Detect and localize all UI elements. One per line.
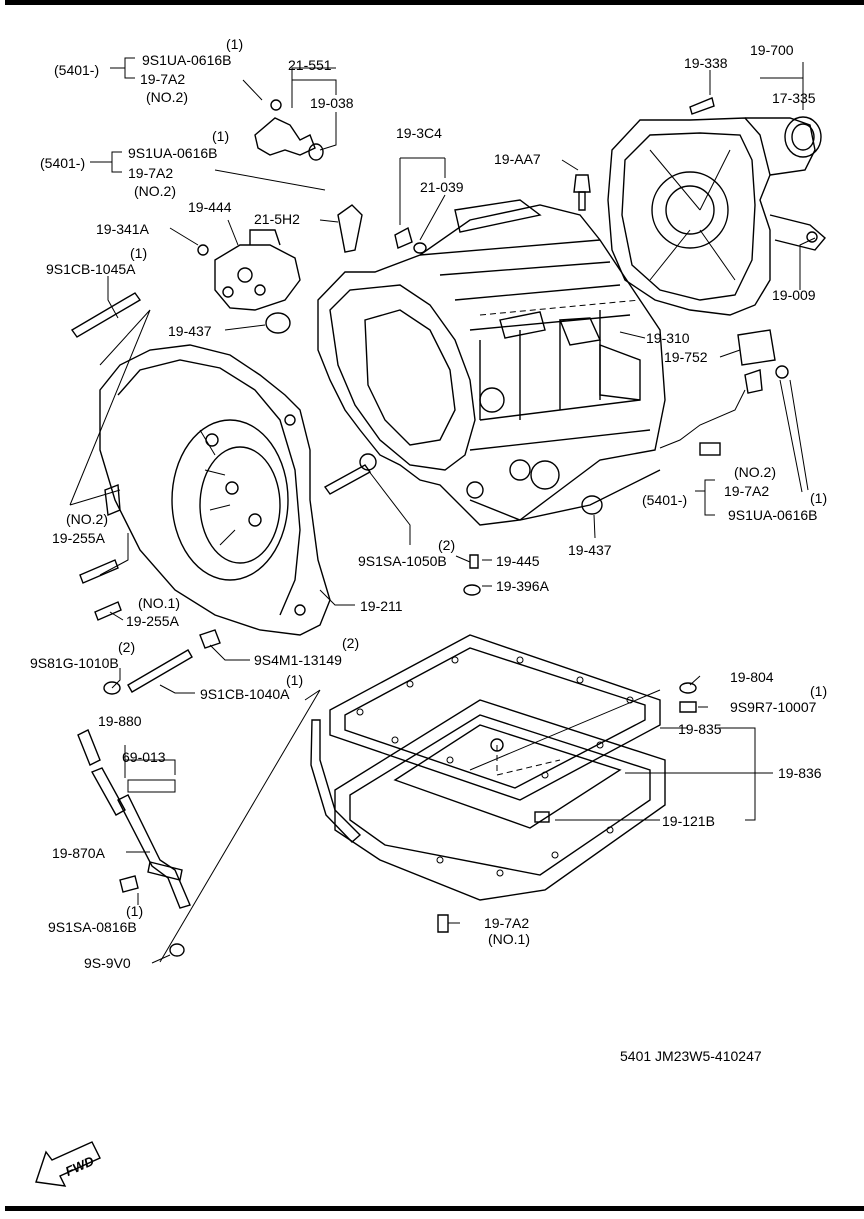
label-9s4m1-qty: (2)	[342, 635, 359, 651]
label-9s1cb-1045a: 9S1CB-1045A	[46, 261, 136, 277]
label-9s1sa-0816b-qty: (1)	[126, 903, 143, 919]
bottom-border	[5, 1206, 864, 1211]
label-5401-b: (5401-)	[40, 155, 85, 171]
label-21-039: 21-039	[420, 179, 464, 195]
label-19-3c4: 19-3C4	[396, 125, 442, 141]
extension-housing-drawing	[607, 116, 826, 316]
label-19-338: 19-338	[684, 55, 728, 71]
label-9s-9v0: 9S-9V0	[84, 955, 131, 971]
top-border	[5, 0, 864, 5]
label-19-804: 19-804	[730, 669, 774, 685]
label-9s1ua-c-qty: (1)	[810, 490, 827, 506]
label-9s81g-qty: (2)	[118, 639, 135, 655]
label-19-7a2-b: 19-7A2	[128, 165, 173, 181]
label-19-445: 19-445	[496, 553, 540, 569]
label-9s1ua-c: 9S1UA-0616B	[728, 507, 818, 523]
label-21-5h2: 21-5H2	[254, 211, 300, 227]
label-no1-a: (NO.1)	[138, 595, 180, 611]
leader-lines	[69, 57, 816, 964]
label-9s1sa-0816b: 9S1SA-0816B	[48, 919, 137, 935]
label-9s1ua-a: 9S1UA-0616B	[142, 52, 232, 68]
label-no2-a: (NO.2)	[146, 89, 188, 105]
label-19-7a2-c: 19-7A2	[724, 483, 769, 499]
label-19-009: 19-009	[772, 287, 816, 303]
label-19-880: 19-880	[98, 713, 142, 729]
label-19-038: 19-038	[310, 95, 354, 111]
label-19-437-a: 19-437	[168, 323, 212, 339]
label-9s9r7: 9S9R7-10007	[730, 699, 817, 715]
label-9s1cb-1045a-qty: (1)	[130, 245, 147, 261]
oil-pan-drawing	[310, 634, 666, 901]
label-19-700: 19-700	[750, 42, 794, 58]
converter-housing-drawing	[99, 344, 331, 636]
label-5401-a: (5401-)	[54, 62, 99, 78]
label-69-013: 69-013	[122, 749, 166, 765]
label-19-836: 19-836	[778, 765, 822, 781]
label-9s1ua-a-qty: (1)	[226, 36, 243, 52]
label-19-341a: 19-341A	[96, 221, 150, 237]
label-17-335: 17-335	[772, 90, 816, 106]
label-19-752: 19-752	[664, 349, 708, 365]
label-19-870a: 19-870A	[52, 845, 106, 861]
label-no2-d: (NO.2)	[66, 511, 108, 527]
label-no2-b: (NO.2)	[134, 183, 176, 199]
label-no2-c: (NO.2)	[734, 464, 776, 480]
label-9s1cb-1040a-qty: (1)	[286, 672, 303, 688]
label-no1-b: (NO.1)	[488, 931, 530, 947]
label-19-7a2-d: 19-7A2	[484, 915, 529, 931]
part-labels: (1) (5401-) 9S1UA-0616B 19-7A2 (NO.2) 21…	[30, 36, 827, 1064]
label-19-444: 19-444	[188, 199, 232, 215]
label-19-121b: 19-121B	[662, 813, 715, 829]
label-19-835: 19-835	[678, 721, 722, 737]
label-19-255a-b: 19-255A	[126, 613, 180, 629]
label-19-396a: 19-396A	[496, 578, 550, 594]
label-21-551: 21-551	[288, 57, 332, 73]
label-9s1ua-b-qty: (1)	[212, 128, 229, 144]
label-9s4m1: 9S4M1-13149	[254, 652, 342, 668]
label-9s1sa-1050b: 9S1SA-1050B	[358, 553, 447, 569]
label-19-211: 19-211	[360, 598, 403, 614]
label-5401-c: (5401-)	[642, 492, 687, 508]
label-19-437-b: 19-437	[568, 542, 612, 558]
label-9s1cb-1040a: 9S1CB-1040A	[200, 686, 290, 702]
transmission-case-drawing	[317, 199, 666, 526]
fwd-label: FWD	[63, 1153, 97, 1179]
diagram-id: 5401 JM23W5-410247	[620, 1048, 762, 1064]
label-19-310: 19-310	[646, 330, 690, 346]
label-9s81g: 9S81G-1010B	[30, 655, 119, 671]
label-19-255a-a: 19-255A	[52, 530, 106, 546]
label-9s9r7-qty: (1)	[810, 683, 827, 699]
label-9s1sa-1050b-qty: (2)	[438, 537, 455, 553]
label-19-7a2-a: 19-7A2	[140, 71, 185, 87]
label-9s1ua-b: 9S1UA-0616B	[128, 145, 218, 161]
label-19-aa7: 19-AA7	[494, 151, 541, 167]
fwd-arrow-icon: FWD	[35, 1141, 101, 1187]
